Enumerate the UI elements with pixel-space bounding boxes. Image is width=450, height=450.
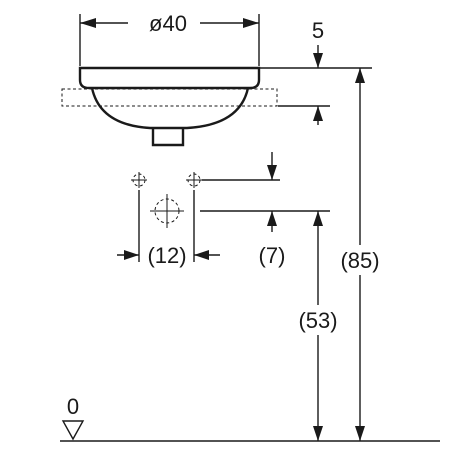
basin-bowl xyxy=(90,87,250,130)
diameter-arrow-left xyxy=(80,18,96,28)
countertop-outline xyxy=(61,88,278,107)
washbasin xyxy=(61,66,278,147)
total-height-arrow-down xyxy=(355,426,365,441)
offset-arrow-down xyxy=(267,165,277,180)
connection-point-left xyxy=(131,172,147,188)
basin-drain xyxy=(151,128,185,147)
spacing-arrow-left xyxy=(124,250,139,260)
total-height-arrow-up xyxy=(355,68,365,83)
total-height-dimension: (85) xyxy=(334,68,386,441)
basin-rim xyxy=(78,66,261,90)
total-height-label: (85) xyxy=(340,248,379,273)
rim-arrow-down xyxy=(313,53,323,68)
total-height-label-bg xyxy=(334,245,386,275)
offset-label: (7) xyxy=(259,243,286,268)
tap-height-arrow-down xyxy=(313,426,323,441)
diameter-label: ø40 xyxy=(149,11,187,36)
connection-point-right xyxy=(186,172,202,188)
spacing-label: (12) xyxy=(147,243,186,268)
spacing-arrow-right xyxy=(194,250,209,260)
drain-outlet-point xyxy=(150,194,184,228)
floor-level: 0 xyxy=(60,394,440,442)
diameter-arrow-right xyxy=(243,18,259,28)
level-marker-triangle xyxy=(61,420,85,441)
tap-height-label: (53) xyxy=(298,308,337,333)
spacing-dimension: (12) xyxy=(117,243,220,268)
floor-level-label: 0 xyxy=(67,394,79,419)
rim-thickness-dimension: 5 xyxy=(260,18,372,125)
tap-height-dimension: (53) xyxy=(292,211,344,441)
offset-dimension: (7) xyxy=(200,152,330,268)
offset-arrow-up xyxy=(267,211,277,226)
rim-arrow-up xyxy=(313,106,323,121)
tap-height-arrow-up xyxy=(313,211,323,226)
diameter-label-bg xyxy=(128,9,200,37)
rim-thickness-label: 5 xyxy=(312,18,324,43)
diameter-dimension: ø40 xyxy=(79,9,260,66)
connection-points xyxy=(131,172,202,262)
tap-height-label-bg xyxy=(292,305,344,335)
